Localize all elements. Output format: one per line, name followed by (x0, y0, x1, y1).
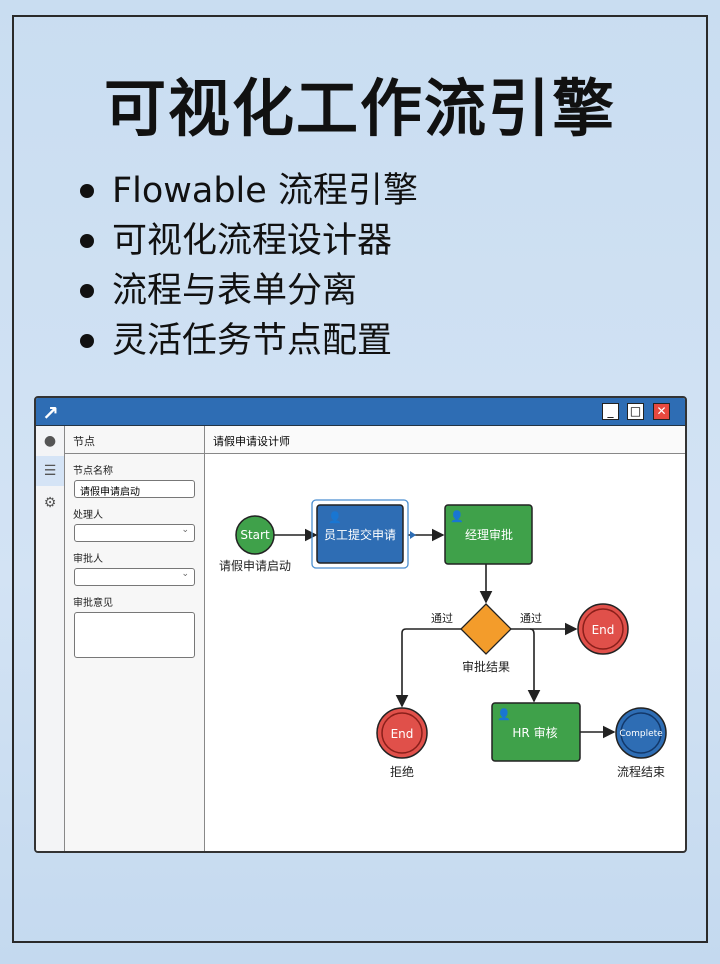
approver-select[interactable]: ⌄ (74, 568, 195, 586)
gateway-label: 审批结果 (462, 659, 510, 674)
bullet-icon (80, 284, 94, 298)
flow-arrows (274, 528, 616, 739)
title-bar: ↗ _ □ ✕ (36, 398, 685, 426)
start-text: Start (240, 528, 270, 542)
feature-item: Flowable 流程引擎 (80, 166, 418, 216)
chevron-down-icon: ⌄ (181, 569, 189, 579)
feature-text: 流程与表单分离 (112, 271, 358, 311)
task-manager-approval[interactable]: 👤 经理审批 (444, 504, 533, 565)
bullet-icon (80, 234, 94, 248)
end-event-reject[interactable]: End (376, 707, 428, 759)
user-check-icon: 👤 (497, 708, 511, 721)
feature-text: 可视化流程设计器 (112, 221, 393, 261)
flow-label: 通过 (431, 612, 453, 625)
flow-label: 通过 (520, 612, 542, 625)
complete-event[interactable]: Complete (615, 707, 667, 759)
close-button[interactable]: ✕ (653, 403, 670, 420)
bullet-icon (80, 334, 94, 348)
page-title: 可视化工作流引擎 (103, 72, 616, 145)
handler-label: 处理人 (73, 510, 103, 521)
handler-select[interactable]: ⌄ (74, 524, 195, 542)
minimize-button[interactable]: _ (602, 403, 619, 420)
end-text: End (592, 623, 615, 637)
node-name-label: 节点名称 (73, 466, 113, 477)
properties-panel: 节点 节点名称 请假申请启动 处理人 ⌄ 审批人 ⌄ 审批意见 (65, 426, 205, 851)
approver-label: 审批人 (73, 554, 103, 565)
app-logo-icon: ↗ (42, 401, 59, 425)
gateway[interactable] (460, 603, 512, 655)
selection-outline (311, 499, 409, 569)
reject-label: 拒绝 (390, 764, 414, 779)
task-text: HR 审核 (512, 725, 557, 740)
complete-label: 流程结束 (617, 764, 665, 779)
task-text: 经理审批 (465, 527, 513, 542)
poster-frame (12, 15, 708, 943)
chevron-down-icon: ⌄ (181, 525, 189, 535)
feature-list: Flowable 流程引擎 可视化流程设计器 流程与表单分离 灵活任务节点配置 (80, 166, 418, 366)
circle-icon[interactable]: ● (43, 433, 57, 449)
feature-text: Flowable 流程引擎 (112, 171, 418, 211)
user-icon: 👤 (328, 511, 342, 524)
list-icon[interactable]: ☰ (36, 456, 64, 486)
task-hr-review[interactable]: 👤 HR 审核 (491, 702, 581, 762)
comment-label: 审批意见 (73, 598, 113, 609)
user-check-icon: 👤 (450, 510, 464, 523)
node-name-input[interactable]: 请假申请启动 (74, 480, 195, 498)
feature-item: 流程与表单分离 (80, 266, 418, 316)
end-event-right[interactable]: End (577, 603, 629, 655)
connector-handle-icon[interactable] (410, 531, 416, 539)
task-text: 员工提交申请 (324, 527, 396, 542)
feature-item: 灵活任务节点配置 (80, 316, 418, 366)
bullet-icon (80, 184, 94, 198)
panel-header: 节点 (65, 426, 204, 454)
complete-text: Complete (619, 729, 663, 739)
feature-item: 可视化流程设计器 (80, 216, 418, 266)
comment-textarea[interactable] (74, 612, 195, 658)
end-text: End (391, 727, 414, 741)
task-submit[interactable]: 👤 员工提交申请 (316, 504, 404, 564)
canvas-title: 请假申请设计师 (205, 426, 685, 454)
icon-sidebar: ● ☰ ⚙ (36, 426, 65, 851)
gear-icon[interactable]: ⚙ (43, 495, 57, 511)
start-label: 请假申请启动 (219, 559, 291, 573)
feature-text: 灵活任务节点配置 (112, 321, 393, 361)
start-event[interactable]: Start (235, 515, 275, 555)
maximize-button[interactable]: □ (627, 403, 644, 420)
